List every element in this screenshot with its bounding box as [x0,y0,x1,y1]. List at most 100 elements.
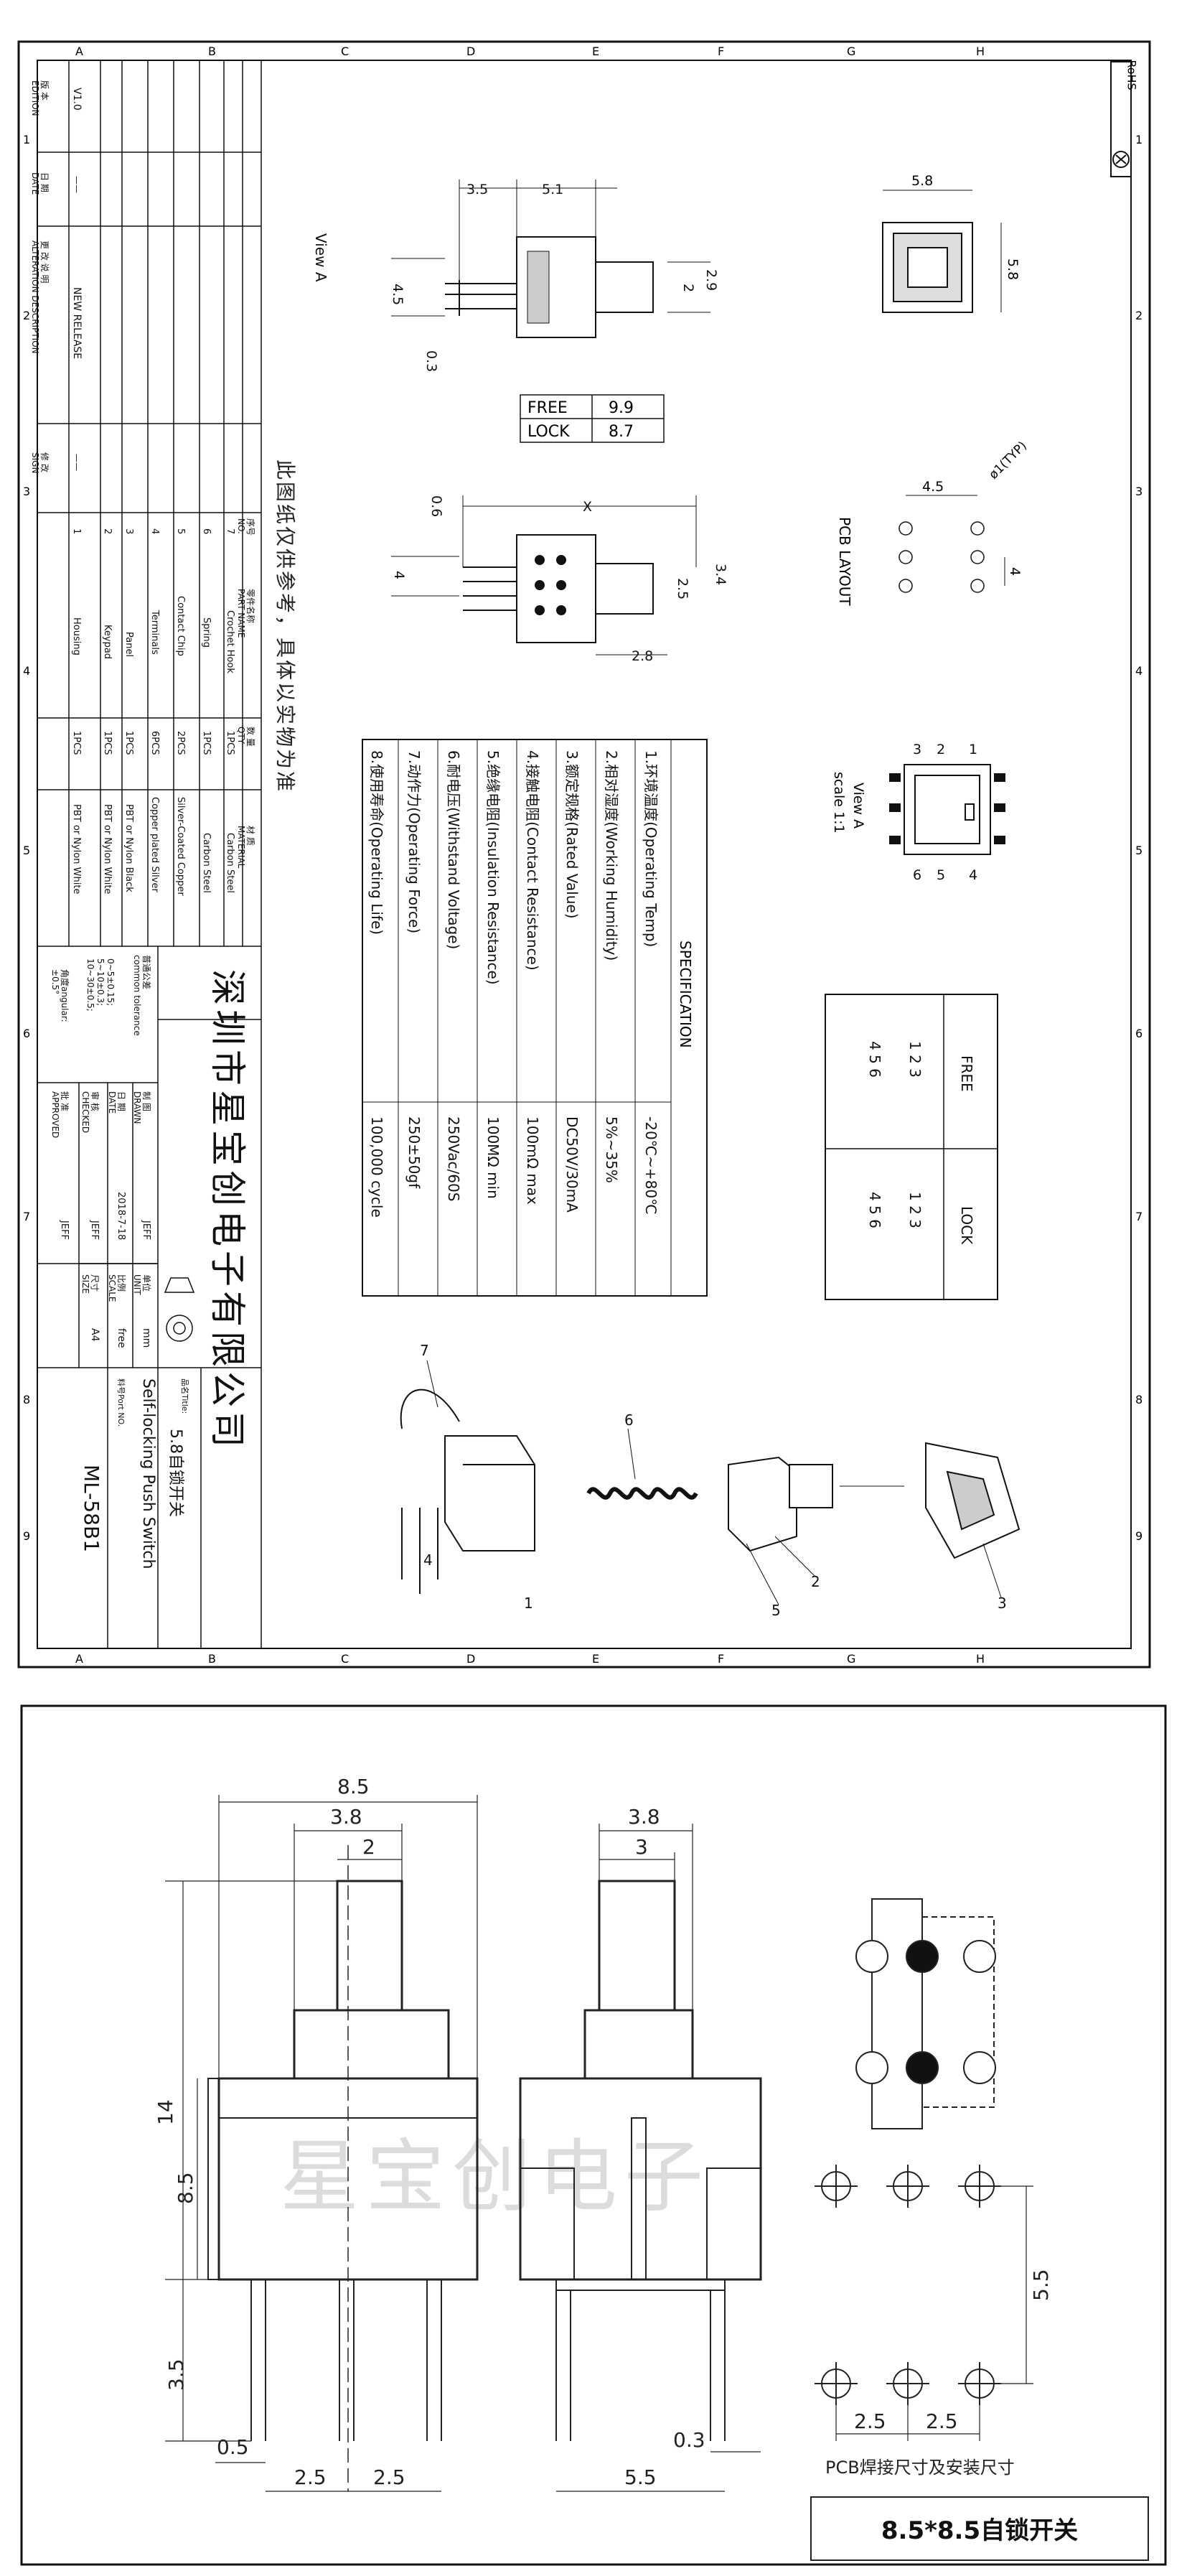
dim-4-5: 4.5 [390,284,405,305]
travel-lock-label: LOCK [527,423,570,441]
date-value: —— [72,176,82,193]
bom-no: 7 [225,528,235,534]
spec-value: -20℃~+80℃ [642,1116,660,1215]
pcb-caption: PCB焊接尺寸及安装尺寸 [825,2458,1015,2478]
sheet2-frame [20,1704,1167,2566]
product-title-en: Self-locking Push Switch [139,1378,157,1569]
alteration-value: NEW RELEASE [71,287,83,359]
dim-3-5: 3.5 [466,182,488,197]
switch-state-labels: FREE LOCK 1 2 3 4 5 6 1 2 3 4 5 6 [866,1041,975,1245]
front-view-dims: 8.5 3.8 2 14 8.5 3.5 0.5 2.5 2.5 [154,1775,405,2489]
product-title-area: 品名Title: 5.8自锁开关 Self-locking Push Switc… [80,1378,190,1569]
spec-value: 5%~35% [603,1116,620,1183]
pcb-dim-lines [835,2185,1033,2441]
travel-table: FREE 9.9 LOCK 8.7 [520,394,665,443]
sign-value: —— [72,454,82,471]
travel-free-label: FREE [527,399,568,417]
bom-no: 2 [102,528,113,534]
bom-row: 3 Panel 1PCS PBT or Nylon Black [123,528,134,892]
spec-title: SPECIFICATION [677,941,694,1048]
top-view-dim-lines [391,179,710,317]
sign-label: 修 改SIGN [30,452,50,473]
spec-value: 100,000 cycle [368,1116,385,1218]
exploded-callouts: 7 6 4 1 5 2 3 [420,1342,1007,1619]
spec-rows: 1.环境温度(Operating Temp) -20℃~+80℃ 2.相对湿度(… [368,750,660,1218]
callout-4: 4 [423,1551,433,1569]
dim-2-8: 2.8 [632,648,653,664]
bom-qty: 2PCS [175,731,186,755]
top-view-drawing [445,236,654,338]
spec-item: 4.接触电阻(Contact Resistance) [524,750,541,971]
bom-material: PBT or Nylon Black [123,804,134,892]
grid-number: 8 [1135,1393,1143,1406]
face-view-drawing [882,190,1002,313]
grid-number: 5 [1135,844,1143,857]
dim-hole-dia: ø1(TYP) [986,439,1029,482]
grid-letter: H [976,1652,985,1666]
bom-material: PBT or Nylon White [102,804,113,894]
rohs-check-icon [1112,151,1130,168]
unit-value: mm [141,1328,152,1348]
grid-number: 9 [23,1529,30,1543]
pcb-layout-pattern [899,495,1005,593]
edition-label: 版 本EDITION [30,80,50,116]
dim-5-8-height: 5.8 [1005,258,1021,280]
switch-dimension-sheet: 星宝创电子 8.5 3.8 2 14 8.5 3.5 0.5 2.5 [20,1704,1167,2566]
tolerance-title: 普通公差common tolerance [132,955,151,1036]
role-value-checked: JEFF [89,1220,100,1240]
bom-part: Spring [201,617,212,648]
role-value-drawn: JEFF [141,1220,151,1240]
spec-value: 250Vac/60S [445,1116,462,1201]
pin-label-5: 5 [937,867,945,883]
pcb-dims: 5.5 2.5 2.5 PCB焊接尺寸及安装尺寸 [825,2269,1053,2478]
bom-no: 4 [149,528,160,534]
grid-number: 2 [1135,309,1143,322]
bom-qty: 6PCS [149,731,160,755]
role-label-checked: 审 核CHECKED [80,1091,100,1133]
bom-header-name: 零件名称PART NAME [236,589,256,638]
spec-item: 1.环境温度(Operating Temp) [642,750,660,947]
view-a-label: View A [312,233,329,282]
bom-row: 6 Spring 1PCS Carbon Steel [201,528,212,893]
size-value: A4 [89,1328,100,1342]
grid-number: 1 [1135,133,1143,146]
dim-front-3-8: 3.8 [330,1805,362,1829]
bom-qty: 1PCS [71,731,82,755]
bom-row: 5 Contact Chip 2PCS Silver-Coated Copper [175,528,186,896]
bom-part: Crochet Hook [225,610,235,673]
grid-letters-top: A B C D E F G H [75,45,985,58]
travel-lock-value: 8.7 [609,423,634,441]
size-label: 尺寸SIZE [80,1274,100,1294]
grid-numbers-right: 1 2 3 4 5 6 7 8 9 [1135,133,1143,1543]
bom-material: Copper plated Silver [149,797,160,892]
role-value-date: 2018-7-18 [116,1192,126,1240]
callout-7: 7 [420,1342,429,1359]
dim-2-9: 2.9 [703,269,719,291]
dim-front-14: 14 [154,2099,177,2125]
role-label-date: 日 期DATE [107,1091,126,1114]
dim-3-4: 3.4 [713,564,728,585]
grid-number: 8 [23,1393,30,1406]
grid-letters-bottom: A B C D E F G H [75,1652,985,1666]
reference-note: 此图纸仅供参考，具体以实物为准 [273,459,297,793]
bom-part: Contact Chip [175,596,186,656]
pin-label-3: 3 [913,742,921,757]
grid-letter: F [718,1652,724,1666]
product-title-label: 品名Title: [180,1378,190,1414]
scale-value: free [116,1328,127,1348]
grid-letter: F [718,45,724,58]
grid-letter: D [466,1652,475,1666]
bom-material: PBT or Nylon White [71,804,82,894]
edition-value: V1.0 [71,88,83,111]
engineering-drawing-sheet: 1 2 3 4 5 6 7 8 9 1 2 3 4 5 6 7 8 9 A B … [17,40,1151,1669]
grid-number: 4 [23,664,30,678]
bom-qty: 1PCS [123,731,134,755]
dim-side-5-5: 5.5 [624,2465,657,2489]
grid-number: 6 [1135,1027,1143,1040]
spec-item: 8.使用寿命(Operating Life) [368,750,385,935]
rohs-label: RoHS [1125,60,1139,90]
grid-number: 5 [23,844,30,857]
grid-letter: B [208,1652,216,1666]
bom-header-material: 材 质MATERIAL [236,826,255,869]
bom-table: 7 Crochet Hook 1PCS Carbon Steel 6 Sprin… [71,528,235,896]
